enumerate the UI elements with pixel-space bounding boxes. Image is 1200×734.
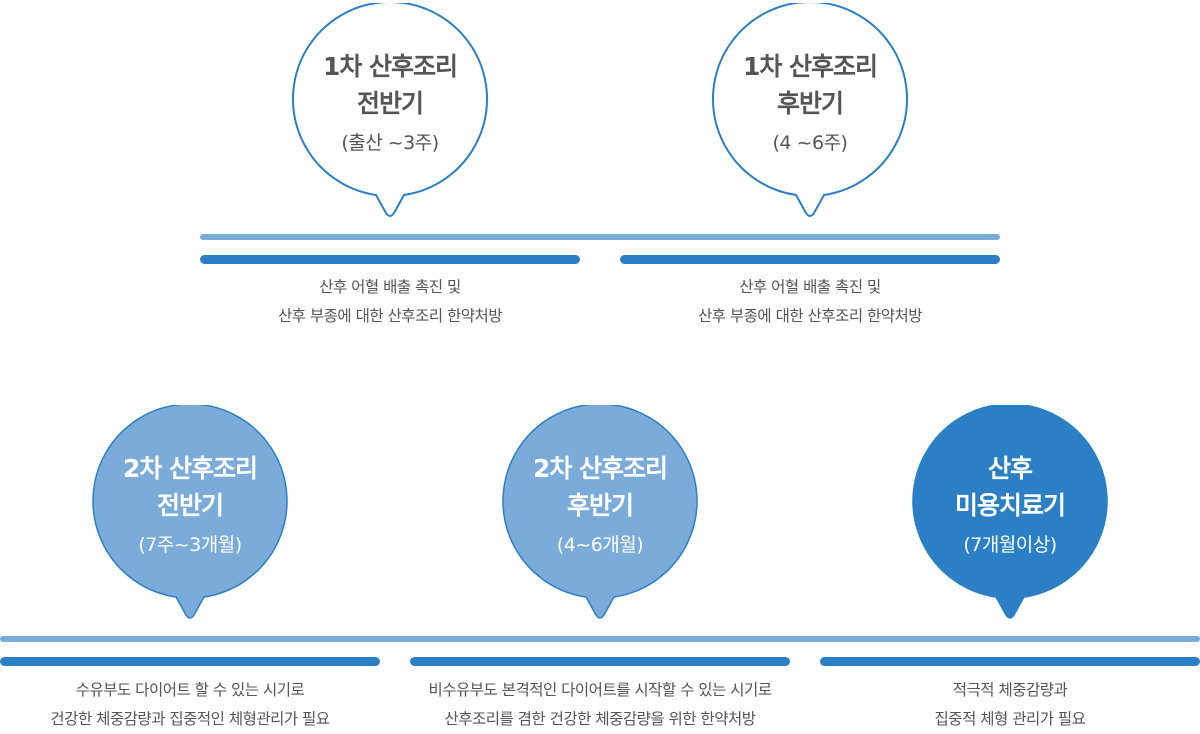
stage-description-1: 산후 어혈 배출 촉진 및 산후 부종에 대한 산후조리 한약처방 <box>170 273 610 331</box>
desc-line: 산후 어혈 배출 촉진 및 <box>319 278 461 296</box>
timeline-line-top <box>200 234 1000 240</box>
stage-bar-1 <box>200 255 580 264</box>
stage-bubble-2: 1차 산후조리 후반기 (4 ~6주) <box>710 3 910 233</box>
stage-bar-2 <box>620 255 1000 264</box>
stage-title: 산후 <box>987 454 1033 483</box>
stage-period: (7주~3개월) <box>138 534 242 556</box>
stage-subtitle: 미용치료기 <box>954 491 1066 520</box>
stage-period: (4 ~6주) <box>772 132 848 154</box>
timeline-line-bottom <box>0 636 1200 642</box>
stage-subtitle: 전반기 <box>356 89 424 118</box>
stage-description-5: 적극적 체중감량과 집중적 체형 관리가 필요 <box>790 676 1200 734</box>
speech-bubble-outline <box>292 3 488 217</box>
stage-period: (4~6개월) <box>556 534 644 556</box>
stage-period: (7개월이상) <box>963 534 1057 556</box>
desc-line: 산후 부종에 대한 산후조리 한약처방 <box>277 307 503 325</box>
desc-line: 건강한 체중감량과 집중적인 체형관리가 필요 <box>50 710 330 728</box>
desc-line: 적극적 체중감량과 <box>952 681 1068 699</box>
desc-line: 산후 부종에 대한 산후조리 한약처방 <box>697 307 923 325</box>
stage-subtitle: 후반기 <box>776 89 844 118</box>
stage-description-2: 산후 어혈 배출 촉진 및 산후 부종에 대한 산후조리 한약처방 <box>590 273 1030 331</box>
stage-bar-3 <box>0 657 380 666</box>
stage-title: 1차 산후조리 <box>742 52 878 81</box>
desc-line: 비수유부도 본격적인 다이어트를 시작할 수 있는 시기로 <box>428 681 772 699</box>
speech-bubble-outline <box>712 3 908 217</box>
stage-description-4: 비수유부도 본격적인 다이어트를 시작할 수 있는 시기로 산후조리를 겸한 건… <box>380 676 820 734</box>
stage-subtitle: 후반기 <box>566 491 634 520</box>
stage-period: (출산 ~3주) <box>341 132 439 154</box>
stage-description-3: 수유부도 다이어트 할 수 있는 시기로 건강한 체중감량과 집중적인 체형관리… <box>0 676 410 734</box>
stage-title: 2차 산후조리 <box>122 454 258 483</box>
stage-subtitle: 전반기 <box>156 491 224 520</box>
stage-bubble-4: 2차 산후조리 후반기 (4~6개월) <box>500 405 700 635</box>
desc-line: 산후조리를 겸한 건강한 체중감량을 위한 한약처방 <box>444 710 756 728</box>
stage-title: 1차 산후조리 <box>322 52 458 81</box>
stage-bar-5 <box>820 657 1200 666</box>
stage-bar-4 <box>410 657 790 666</box>
speech-bubble-filled <box>912 405 1108 619</box>
desc-line: 집중적 체형 관리가 필요 <box>934 710 1086 728</box>
desc-line: 산후 어혈 배출 촉진 및 <box>739 278 881 296</box>
desc-line: 수유부도 다이어트 할 수 있는 시기로 <box>75 681 305 699</box>
speech-bubble-filled <box>92 405 288 619</box>
speech-bubble-filled <box>502 405 698 619</box>
stage-bubble-5: 산후 미용치료기 (7개월이상) <box>910 405 1110 635</box>
stage-bubble-3: 2차 산후조리 전반기 (7주~3개월) <box>90 405 290 635</box>
stage-title: 2차 산후조리 <box>532 454 668 483</box>
stage-bubble-1: 1차 산후조리 전반기 (출산 ~3주) <box>290 3 490 233</box>
